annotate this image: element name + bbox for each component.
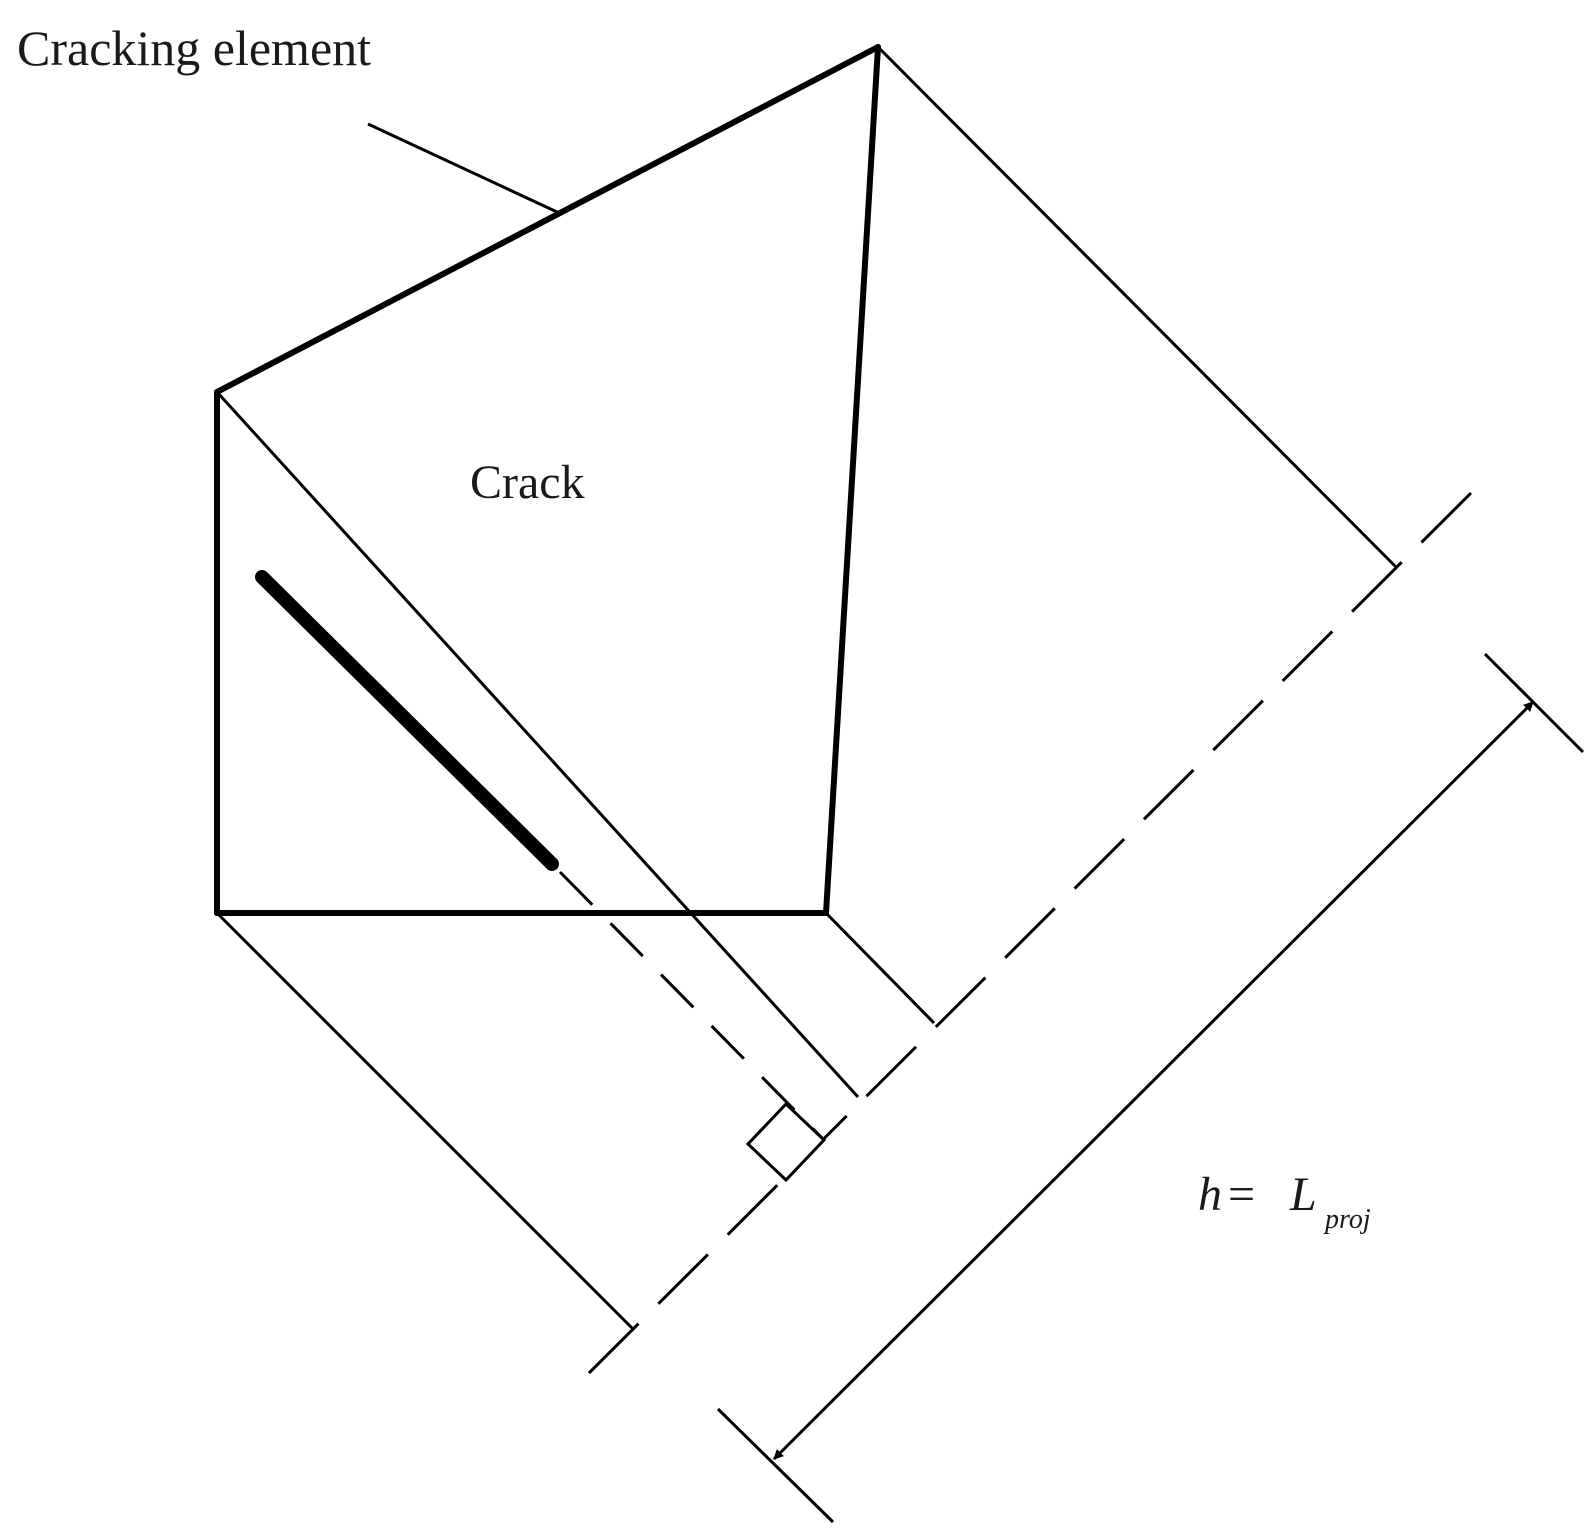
dimension-formula: h = L proj [1198,1168,1371,1235]
projection-line-left-corner [215,390,860,1099]
dimension-ticks [716,652,1585,1524]
formula-L: L [1289,1168,1317,1221]
element-edge-top-left [214,44,881,395]
right-angle-marker [745,1101,827,1183]
element-edge-diagonal [823,44,881,916]
dimension-arrow [772,700,1535,1461]
projection-line-bottom-left-corner [215,911,635,1331]
dimension-tick-top [1483,652,1585,754]
crack-line [255,570,559,871]
perpendicular-dashed-line [569,491,1473,1393]
projection-line-bottom-right-corner [824,911,936,1025]
projection-lines [215,45,1398,1331]
cracking-element-label: Cracking element [17,20,371,76]
label-leader-line [367,122,558,214]
projection-line-top-corner [876,45,1398,569]
formula-h: h [1198,1168,1222,1221]
formula-equals: = [1228,1168,1255,1221]
crack-label: Crack [470,456,585,509]
formula-subscript-proj: proj [1323,1204,1371,1235]
dimension-tick-bottom [716,1407,835,1524]
